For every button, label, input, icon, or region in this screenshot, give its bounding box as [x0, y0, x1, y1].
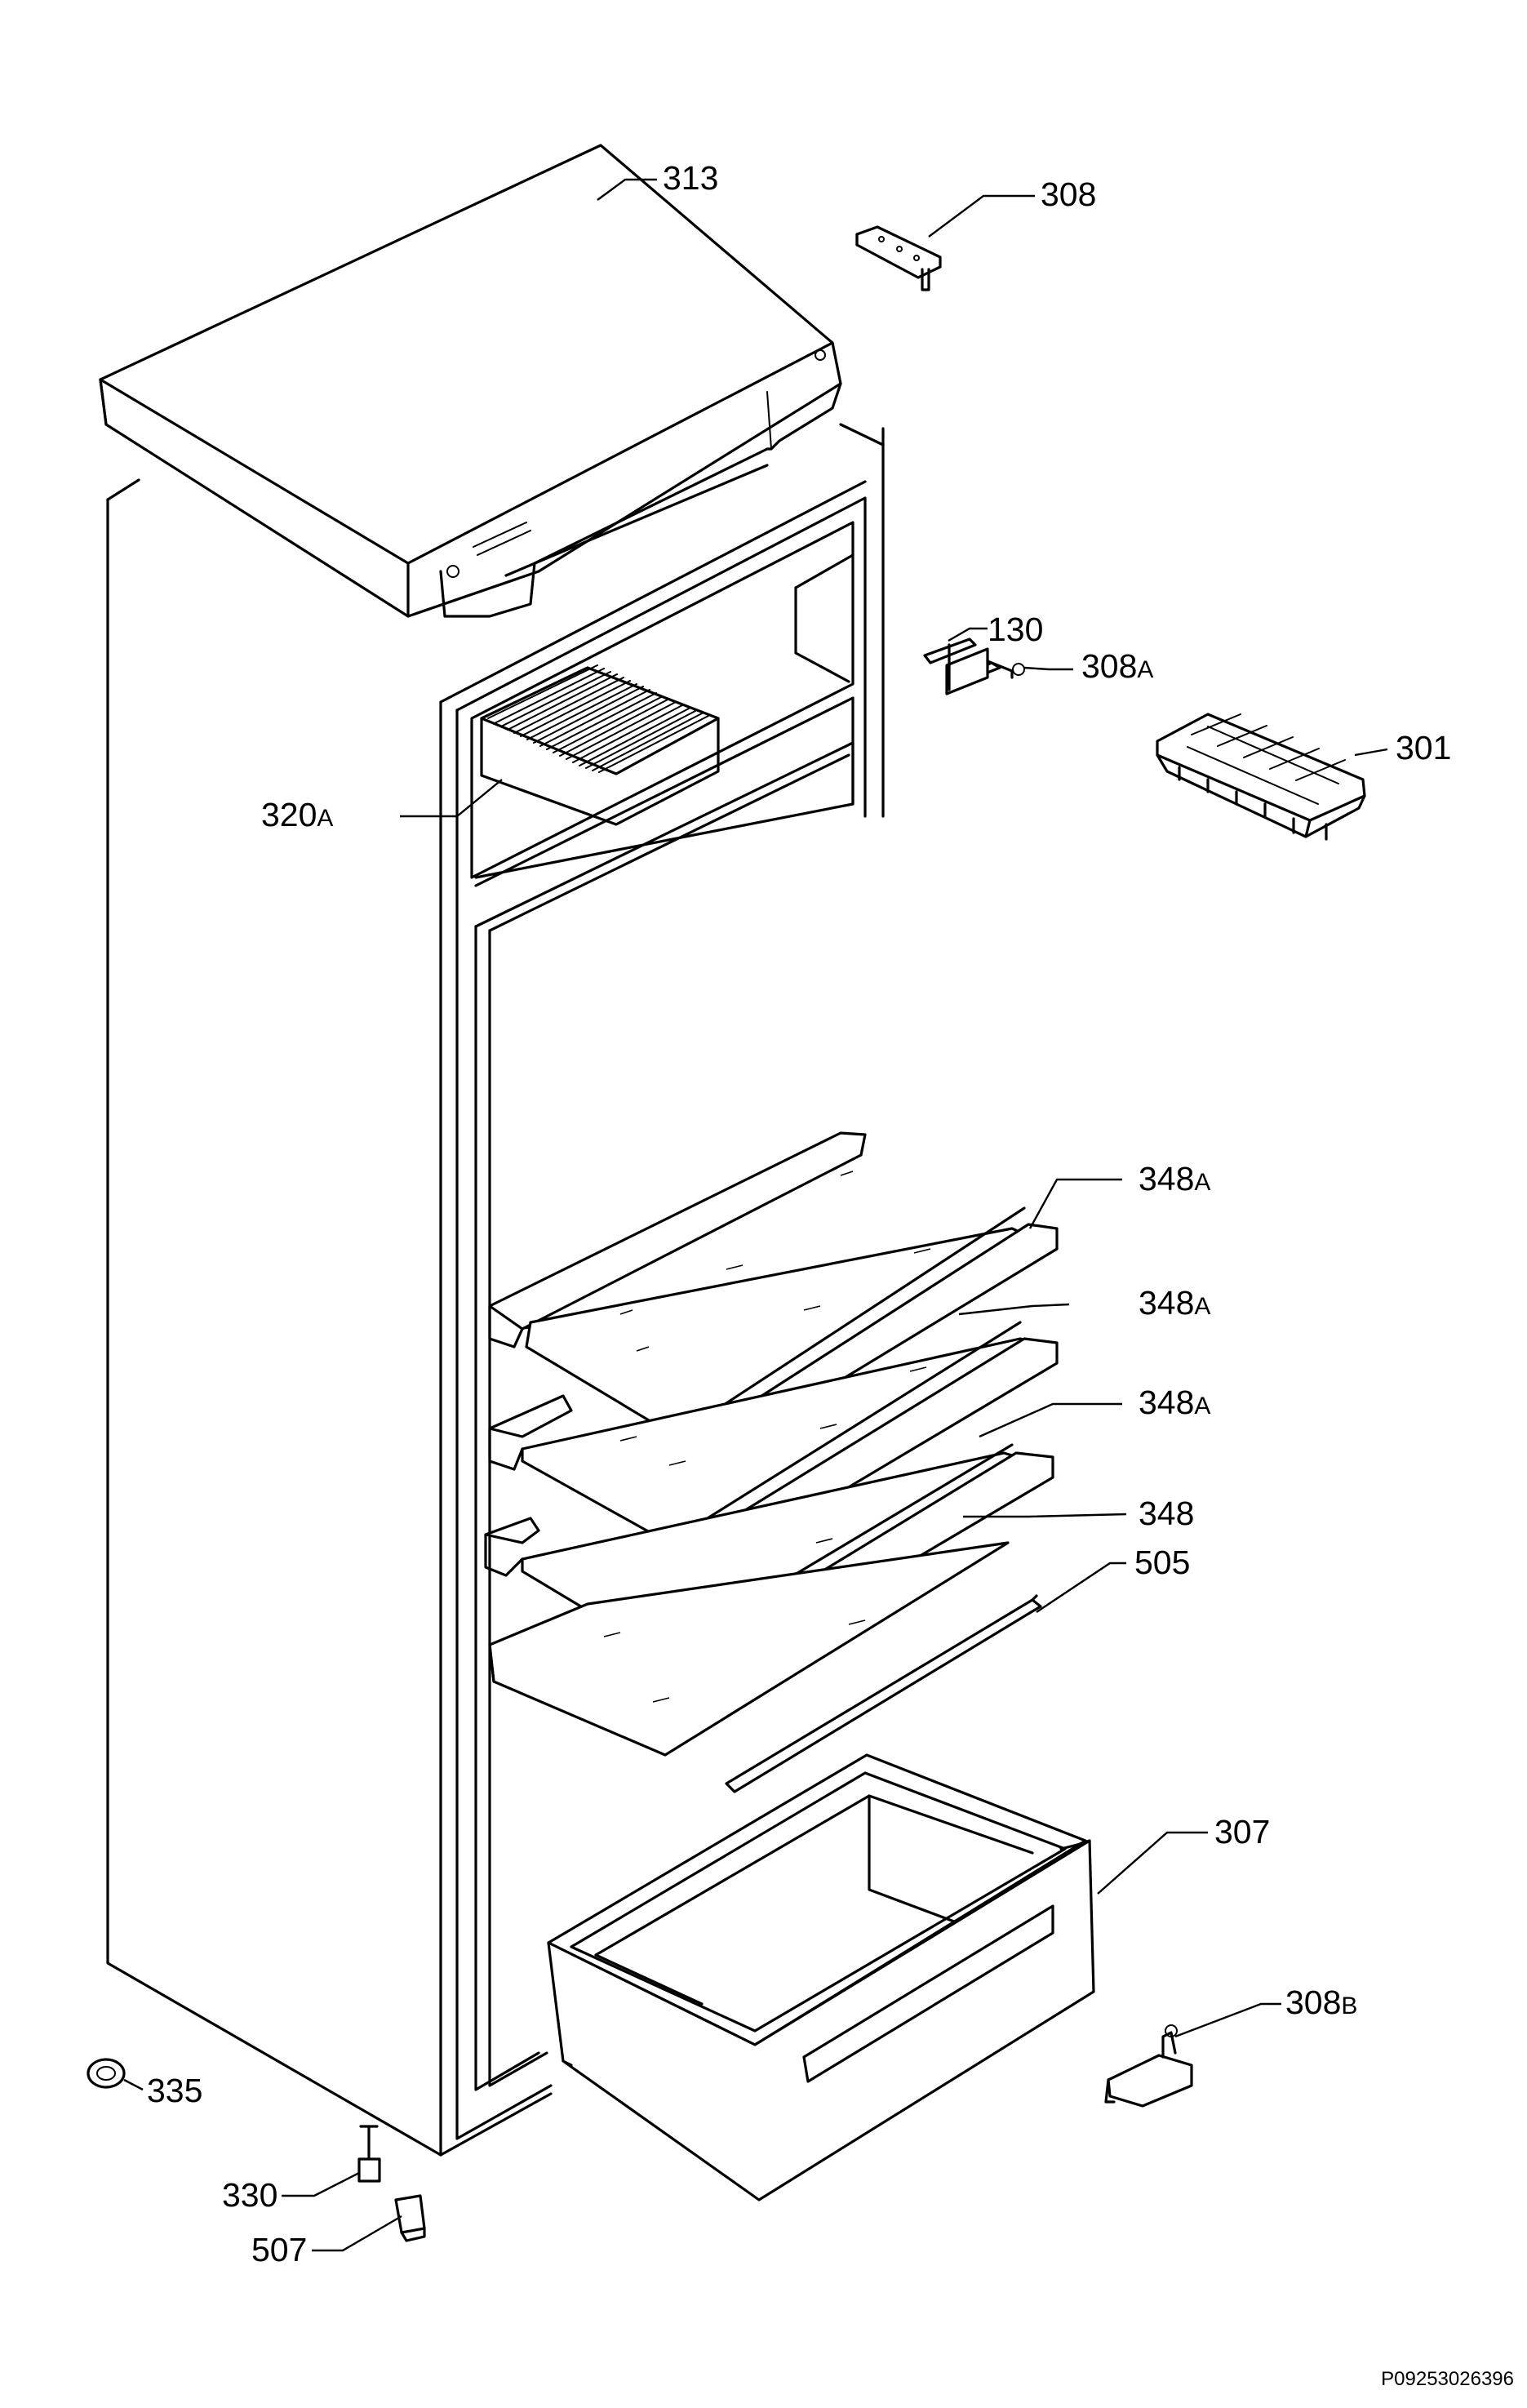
label-348A-3: 348A: [1139, 1384, 1210, 1421]
label-348A-1: 348A: [1139, 1160, 1210, 1197]
label-308A: 308A: [1081, 647, 1153, 685]
crisper-drawer: [547, 1753, 1095, 2201]
middle-hinge-and-spacer: [923, 638, 1025, 695]
top-hinge: [855, 225, 942, 291]
label-301: 301: [1396, 729, 1451, 766]
cabinet-body: [106, 423, 885, 2157]
label-130: 130: [988, 611, 1043, 648]
clip-507: [394, 2194, 426, 2242]
label-320A: 320A: [261, 796, 333, 833]
label-335: 335: [147, 2072, 202, 2109]
shelf-front-trim: [725, 1594, 1042, 1793]
label-348: 348: [1139, 1495, 1194, 1532]
top-cover: [99, 144, 842, 618]
label-308B: 308B: [1285, 1984, 1357, 2021]
foot-335: [87, 2058, 126, 2089]
label-313: 313: [663, 159, 718, 197]
leader-lines: [123, 178, 1388, 2252]
label-308: 308: [1041, 175, 1096, 213]
ice-cube-tray: [1156, 713, 1366, 841]
label-505: 505: [1134, 1544, 1190, 1581]
bottom-hinge: [1104, 2024, 1193, 2108]
label-307: 307: [1214, 1813, 1270, 1850]
label-507: 507: [251, 2231, 307, 2268]
label-330: 330: [222, 2176, 277, 2214]
label-348A-2: 348A: [1139, 1284, 1210, 1322]
glass-shelf-4: [488, 1541, 1010, 1757]
adjustable-foot-330: [357, 2125, 381, 2183]
callout-labels: 313 308 130 308A 301 320A 348A 348A 348A…: [147, 159, 1451, 2268]
freezer-evaporator-grille: [480, 664, 720, 826]
drawing-code: P09253026396: [1381, 2368, 1514, 2390]
